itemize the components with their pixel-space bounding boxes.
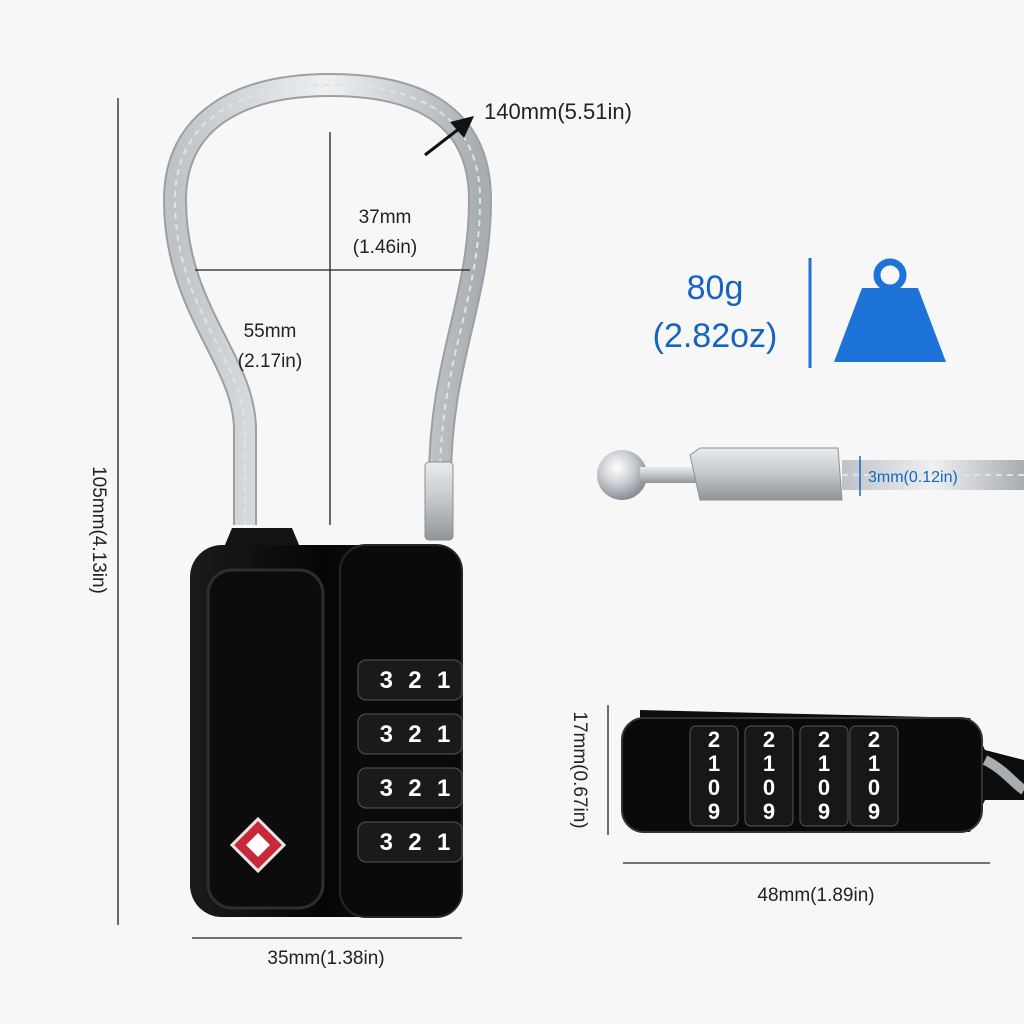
shackle-height-mm-label: 55mm [243, 321, 297, 342]
side-dial-digit: 0 [707, 775, 721, 800]
cable-end-detail [597, 447, 1024, 501]
dial-row-3: 3 2 1 [372, 775, 458, 803]
side-dial-digit: 1 [707, 751, 721, 776]
dial-digit: 3 [379, 721, 393, 748]
cable-strands [173, 83, 482, 525]
side-dial-column: 2 1 0 9 [747, 728, 791, 824]
cable-length-label: 140mm(5.51in) [484, 99, 632, 124]
side-dial-digit: 0 [817, 775, 831, 800]
side-dial-digit: 9 [817, 799, 831, 824]
dial-digit: 1 [436, 775, 451, 802]
side-dial-column: 2 1 0 9 [802, 728, 846, 824]
side-dial-digit: 0 [762, 775, 776, 800]
dial-row-1: 3 2 1 [372, 667, 458, 695]
side-dial-digit: 1 [867, 751, 881, 776]
cable-ferrule [424, 461, 454, 541]
shackle-height-in-label: (2.17in) [237, 351, 303, 372]
dial-row-4: 3 2 1 [372, 829, 458, 857]
dial-wheels [357, 659, 463, 863]
side-dial-digit: 2 [707, 727, 721, 752]
body-length-label: 48mm(1.89in) [757, 885, 875, 906]
dial-row-2: 3 2 1 [372, 721, 458, 749]
side-dial-digit: 1 [817, 751, 831, 776]
side-dial-digit: 9 [707, 799, 721, 824]
dial-digit: 3 [379, 775, 393, 802]
cable-loop [164, 74, 491, 525]
dial-digit: 1 [436, 667, 451, 694]
tsa-logo-icon [229, 816, 287, 874]
side-dial-digit: 0 [867, 775, 881, 800]
dial-digit: 2 [408, 775, 422, 802]
side-dial-digit: 2 [762, 727, 776, 752]
shackle-width-in-label: (1.46in) [352, 237, 418, 258]
weight-ounces-label: (2.82oz) [652, 317, 778, 355]
lock-front-panel [206, 568, 325, 910]
dial-digit: 2 [408, 829, 422, 856]
dial-digit: 2 [408, 721, 422, 748]
arrow-icon [424, 116, 474, 157]
dial-digit: 1 [436, 721, 451, 748]
dial-digit: 3 [379, 667, 393, 694]
dial-digit: 3 [379, 829, 393, 856]
weight-grams-label: 80g [686, 269, 744, 307]
dimension-lines [117, 98, 990, 939]
side-dial-digit: 9 [867, 799, 881, 824]
shackle-width-mm-label: 37mm [358, 207, 412, 228]
total-height-label: 105mm(4.13in) [88, 466, 109, 594]
body-depth-label: 17mm(0.67in) [569, 711, 590, 829]
side-dial-digit: 2 [817, 727, 831, 752]
dial-digit: 2 [408, 667, 422, 694]
cable-diameter-label: 3mm(0.12in) [868, 469, 958, 486]
side-dial-digit: 1 [762, 751, 776, 776]
body-width-label: 35mm(1.38in) [267, 948, 385, 969]
dial-digit: 1 [436, 829, 451, 856]
side-dial-column: 2 1 0 9 [852, 728, 896, 824]
side-dial-column: 2 1 0 9 [692, 728, 736, 824]
side-dial-digit: 2 [867, 727, 881, 752]
side-dial-digit: 9 [762, 799, 776, 824]
lock-side-view [621, 710, 1024, 833]
weight-icon [808, 258, 946, 368]
